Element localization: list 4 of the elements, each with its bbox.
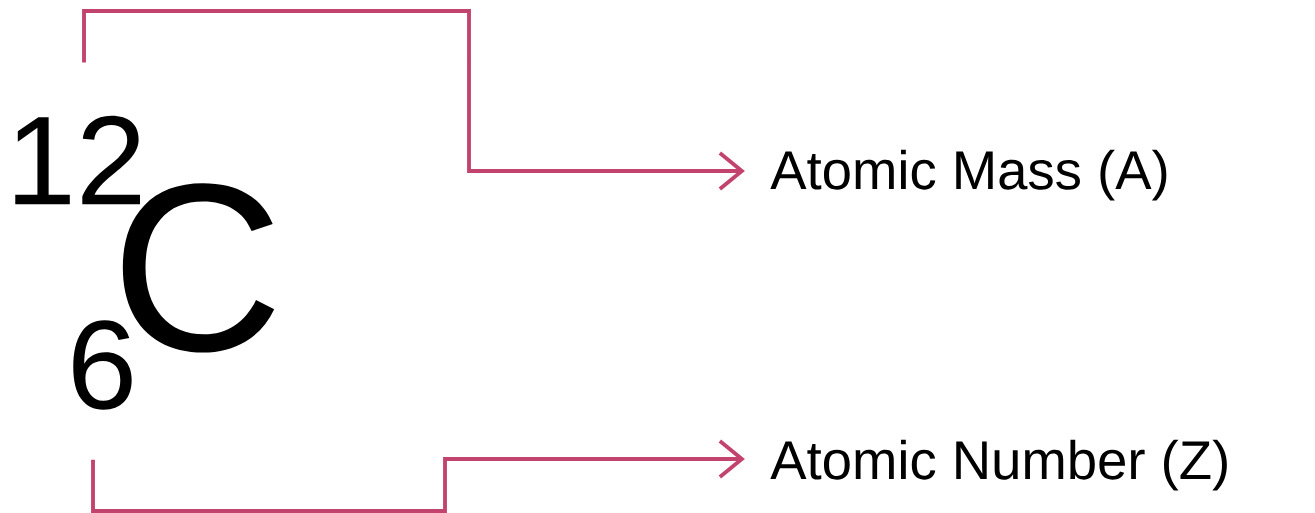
arrow: [91, 439, 745, 513]
arrow: [82, 9, 745, 191]
label-text: Atomic Number (Z): [770, 439, 1227, 491]
label-text: Atomic Mass (A): [770, 149, 1167, 201]
